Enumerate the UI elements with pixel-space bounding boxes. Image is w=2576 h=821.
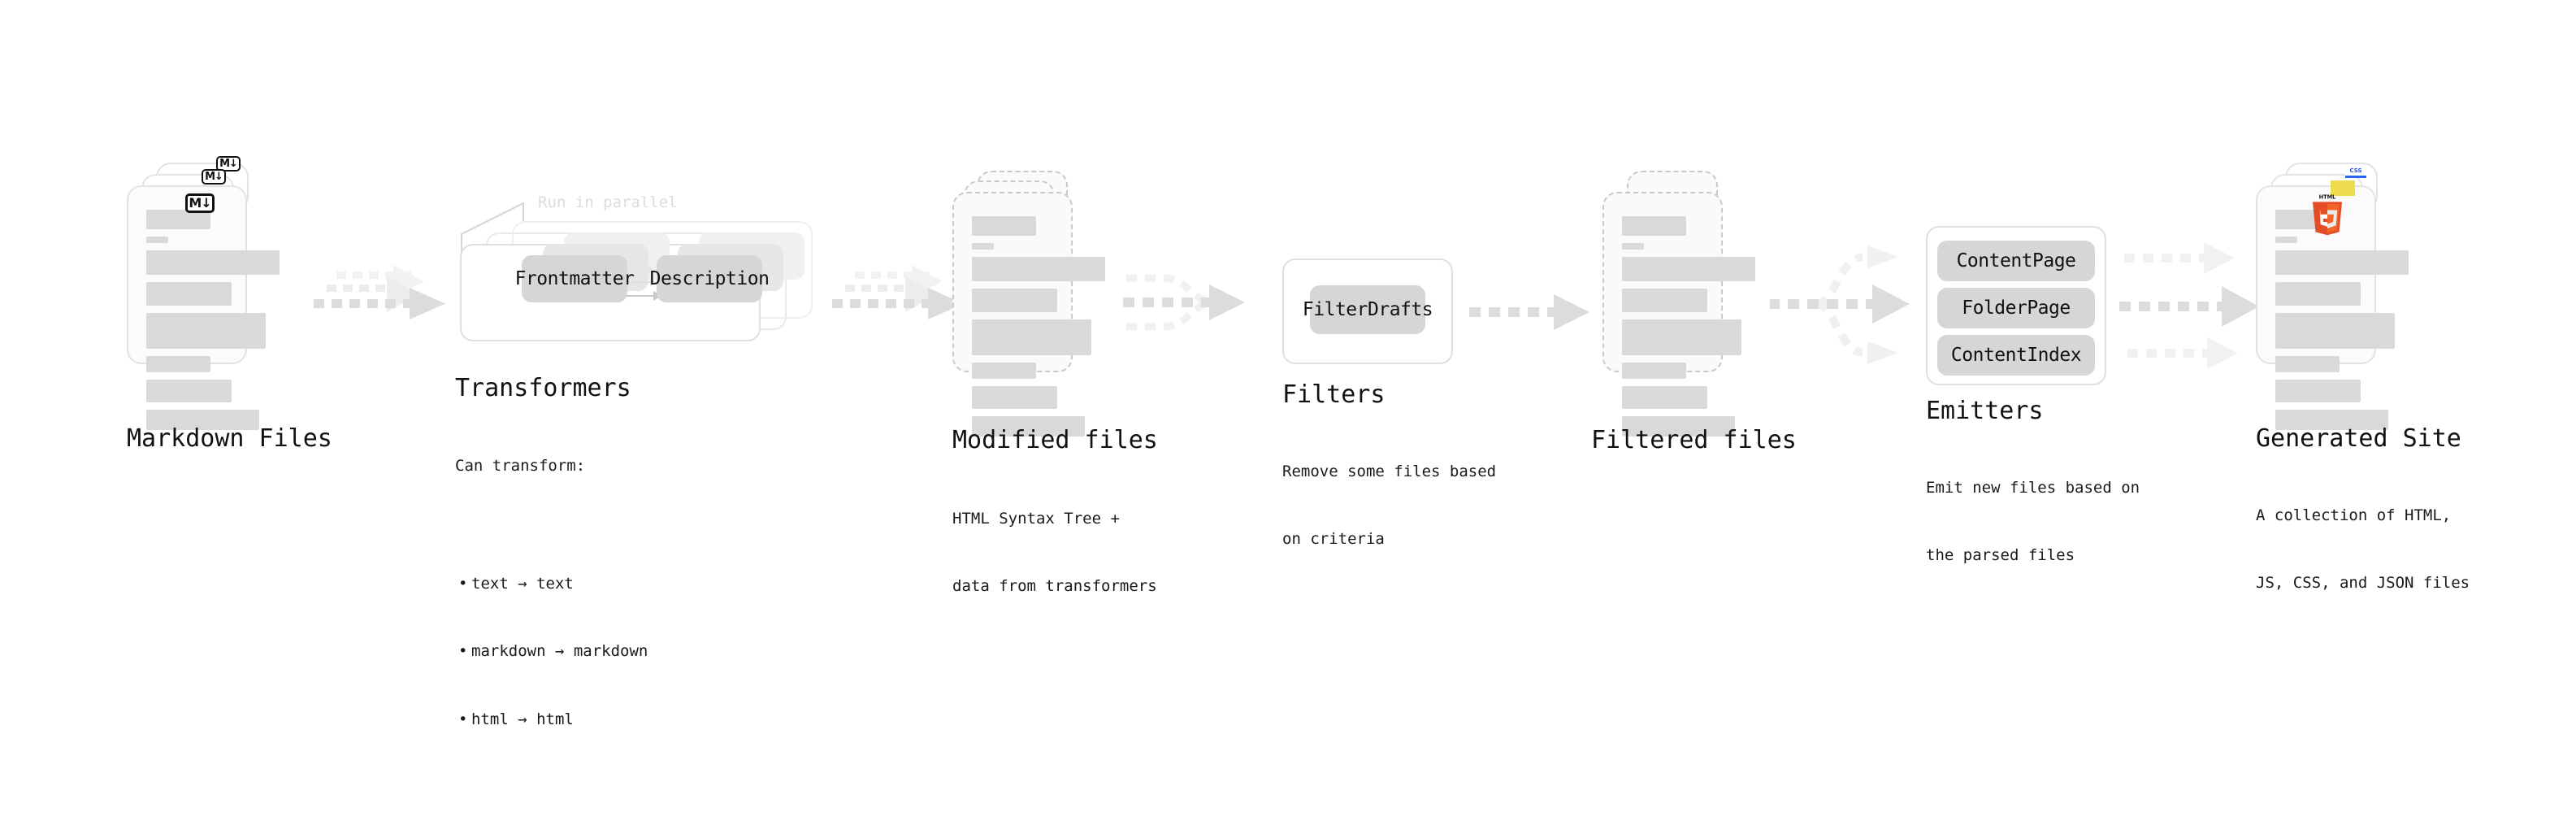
connector-filtered-to-emitters: [1770, 245, 1910, 364]
emitter-chip-label: FolderPage: [1962, 298, 2071, 319]
emitter-chip-contentpage[interactable]: ContentPage: [1937, 241, 2095, 281]
transformers-bullet: text → text: [458, 572, 648, 596]
doc-bar: [146, 410, 259, 430]
doc-bar: [146, 210, 210, 229]
stage-title-generated-site: Generated Site: [2256, 424, 2461, 453]
html5-icon-svg: HTML: [2312, 193, 2343, 236]
stage-desc-transformers: Can transform: text → text markdown → ma…: [455, 410, 648, 821]
doc-bar: [1622, 243, 1644, 250]
doc-bar: [972, 257, 1105, 281]
emitter-chip-folderpage[interactable]: FolderPage: [1937, 288, 2095, 328]
doc-bar: [972, 216, 1036, 236]
markdown-icon-glyph: M↓: [205, 171, 223, 183]
connector-emitters-to-site: [2119, 242, 2259, 369]
stage-desc-emitters: Emit new files based on the parsed files: [1926, 432, 2140, 611]
markdown-file-skeleton: [146, 210, 280, 437]
doc-bar: [146, 250, 280, 275]
doc-bar: [1622, 416, 1735, 437]
connector-transformers-to-modified: [832, 265, 964, 319]
doc-bar: [972, 243, 994, 250]
connector-md-to-transformers: [314, 265, 445, 319]
stage-desc-filters: Remove some files based on criteria: [1282, 416, 1496, 595]
connector-filters-to-filtered: [1469, 294, 1589, 330]
doc-bar: [972, 289, 1057, 312]
html5-icon: HTML: [2309, 193, 2345, 236]
doc-bar: [146, 282, 232, 306]
transformer-chip-frontmatter[interactable]: Frontmatter: [515, 255, 635, 302]
emitter-chip-label: ContentIndex: [1950, 345, 2082, 366]
markdown-icon-glyph: M↓: [219, 158, 238, 170]
transformers-bullet: markdown → markdown: [458, 640, 648, 663]
modified-desc-line: data from transformers: [952, 576, 1157, 595]
doc-bar: [1622, 289, 1707, 312]
connector-modified-to-filters: [1123, 274, 1245, 331]
markdown-icon-back1: M↓: [202, 169, 226, 185]
transformers-bullet-list: text → text markdown → markdown html → h…: [455, 528, 648, 776]
modified-desc-line: HTML Syntax Tree +: [952, 510, 1120, 528]
css3-icon-glyph: CSS: [2349, 167, 2362, 174]
markdown-icon-glyph: M↓: [189, 195, 211, 211]
doc-bar: [1622, 386, 1707, 409]
transformers-bullet: html → html: [458, 708, 648, 732]
doc-bar: [146, 313, 266, 349]
svg-text:HTML: HTML: [2319, 193, 2337, 200]
doc-bar: [1622, 216, 1686, 236]
site-desc-line: A collection of HTML,: [2256, 506, 2452, 525]
doc-bar: [2275, 356, 2340, 372]
stage-title-transformers: Transformers: [455, 374, 631, 402]
modified-file-card-front: [952, 192, 1105, 437]
stage-title-markdown-files: Markdown Files: [127, 424, 332, 453]
doc-bar: [146, 356, 210, 372]
stage-desc-modified-files: HTML Syntax Tree + data from transformer…: [952, 463, 1157, 642]
doc-bar: [2275, 250, 2409, 275]
javascript-icon: [2331, 180, 2355, 196]
filtered-file-card-front: [1602, 192, 1755, 437]
stage-desc-generated-site: A collection of HTML, JS, CSS, and JSON …: [2256, 460, 2470, 639]
emitter-chip-label: ContentPage: [1956, 250, 2076, 271]
doc-bar: [146, 237, 168, 243]
markdown-file-card-front: [127, 185, 280, 430]
doc-bar: [2275, 380, 2361, 402]
run-in-parallel-label: Run in parallel: [538, 193, 678, 211]
doc-bar: [972, 416, 1085, 437]
doc-bar: [1622, 257, 1755, 281]
doc-bar: [972, 319, 1091, 355]
transformer-chip-label: Description: [649, 268, 770, 289]
filters-desc-line: Remove some files based: [1282, 463, 1497, 481]
filtered-file-skeleton: [1622, 216, 1755, 444]
emitters-desc-line: Emit new files based on: [1926, 479, 2140, 497]
markdown-icon: M↓: [185, 193, 215, 213]
css3-icon: CSS: [2345, 168, 2366, 178]
doc-bar: [146, 380, 232, 402]
modified-file-skeleton: [972, 216, 1105, 444]
transformer-internal-arrows: [616, 266, 661, 301]
doc-bar: [2275, 237, 2297, 243]
emitters-desc-line: the parsed files: [1926, 545, 2075, 564]
site-desc-line: JS, CSS, and JSON files: [2256, 573, 2470, 592]
filter-chip-label: FilterDrafts: [1302, 299, 1433, 320]
filter-chip-filterdrafts[interactable]: FilterDrafts: [1303, 285, 1433, 334]
stage-title-emitters: Emitters: [1926, 397, 2044, 425]
doc-bar: [2275, 282, 2361, 306]
doc-bar: [2275, 410, 2388, 430]
stage-title-modified-files: Modified files: [952, 426, 1158, 454]
transformer-chip-description[interactable]: Description: [650, 255, 770, 302]
filters-desc-line: on criteria: [1282, 529, 1385, 548]
transformer-chip-label: Frontmatter: [514, 268, 635, 289]
doc-bar: [972, 363, 1036, 379]
doc-bar: [1622, 363, 1686, 379]
emitter-chip-contentindex[interactable]: ContentIndex: [1937, 335, 2095, 376]
stage-title-filters: Filters: [1282, 380, 1386, 409]
doc-bar: [972, 386, 1057, 409]
doc-bar: [1622, 319, 1741, 355]
diagram-canvas: M↓ M↓ M↓ Markdown Files: [0, 0, 2576, 681]
doc-bar: [2275, 313, 2395, 349]
markdown-icon-back2: M↓: [216, 156, 241, 172]
generated-site-skeleton: [2275, 210, 2409, 437]
run-in-parallel-bracket: [461, 202, 524, 255]
stage-title-filtered-files: Filtered files: [1591, 426, 1797, 454]
transformers-desc-line: Can transform:: [455, 457, 586, 476]
